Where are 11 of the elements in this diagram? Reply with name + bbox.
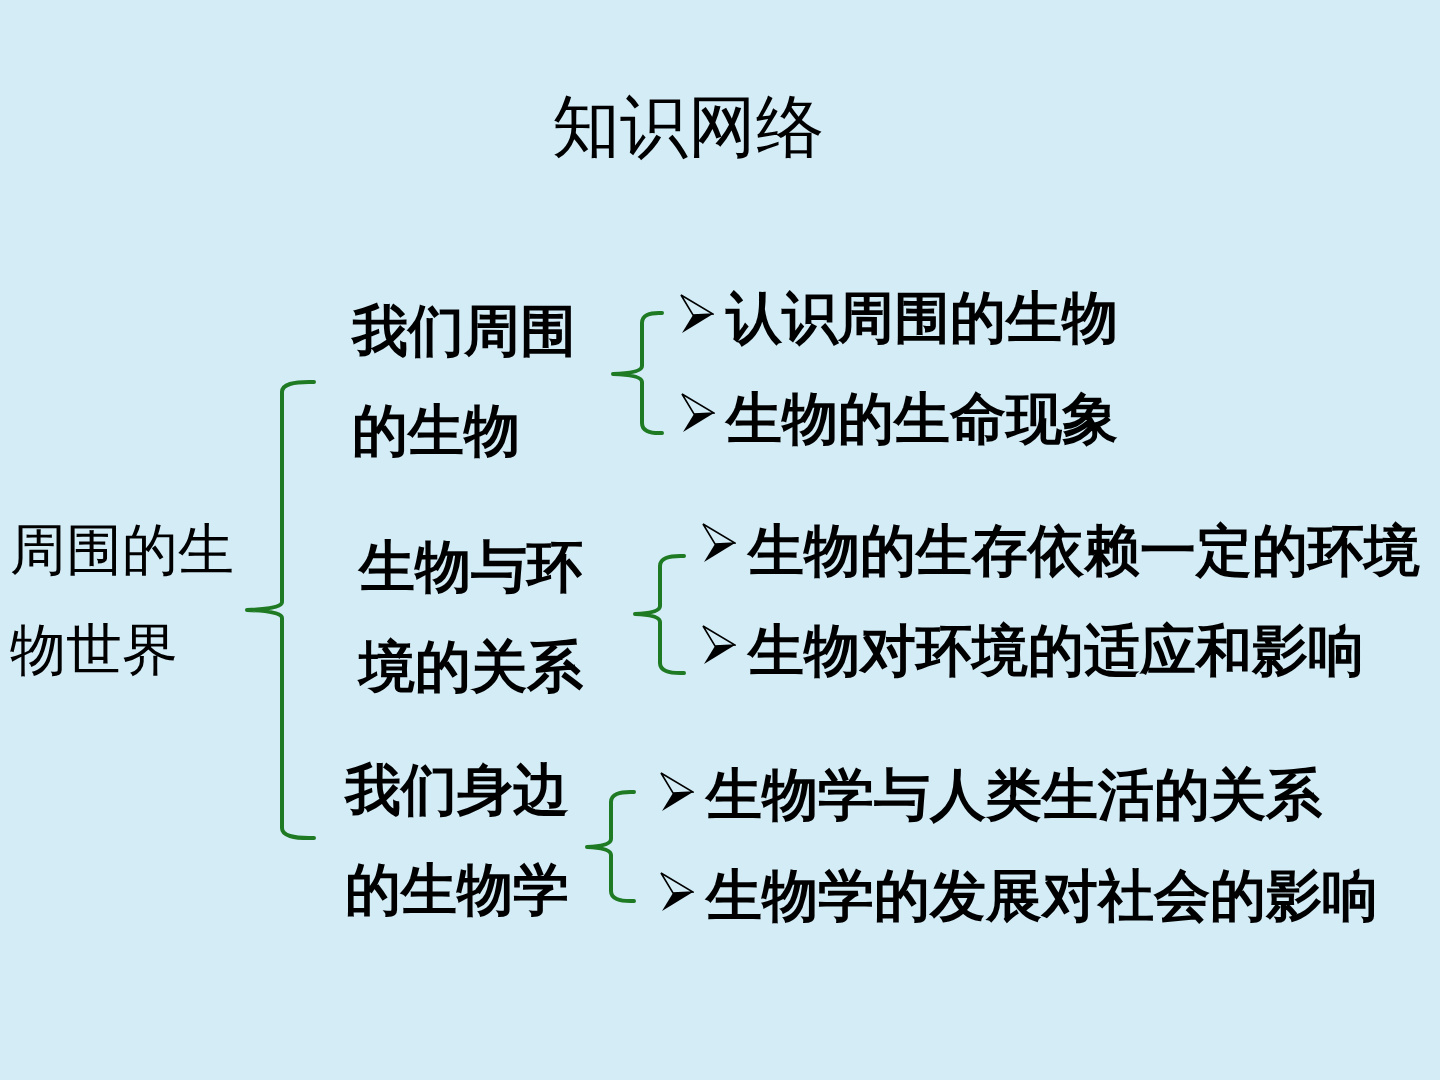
item-label: 生物的生命现象 bbox=[726, 385, 1118, 453]
subtopic-label: 我们身边的生物学 bbox=[345, 756, 570, 924]
item-label: 认识周围的生物 bbox=[726, 284, 1118, 352]
item-label: 生物学与人类生活的关系 bbox=[706, 761, 1322, 829]
item-label: 生物的生存依赖一定的环境 bbox=[748, 517, 1420, 585]
subtopic-label: 我们周围的生物 bbox=[352, 297, 577, 465]
item-label: 生物学的发展对社会的影响 bbox=[706, 862, 1378, 930]
diagram-title: 知识网络 bbox=[552, 86, 824, 168]
subtopic-label: 生物与环境的关系 bbox=[359, 533, 584, 701]
item-label: 生物对环境的适应和影响 bbox=[748, 617, 1364, 685]
topic-label: 周围的生物世界 bbox=[10, 516, 235, 684]
